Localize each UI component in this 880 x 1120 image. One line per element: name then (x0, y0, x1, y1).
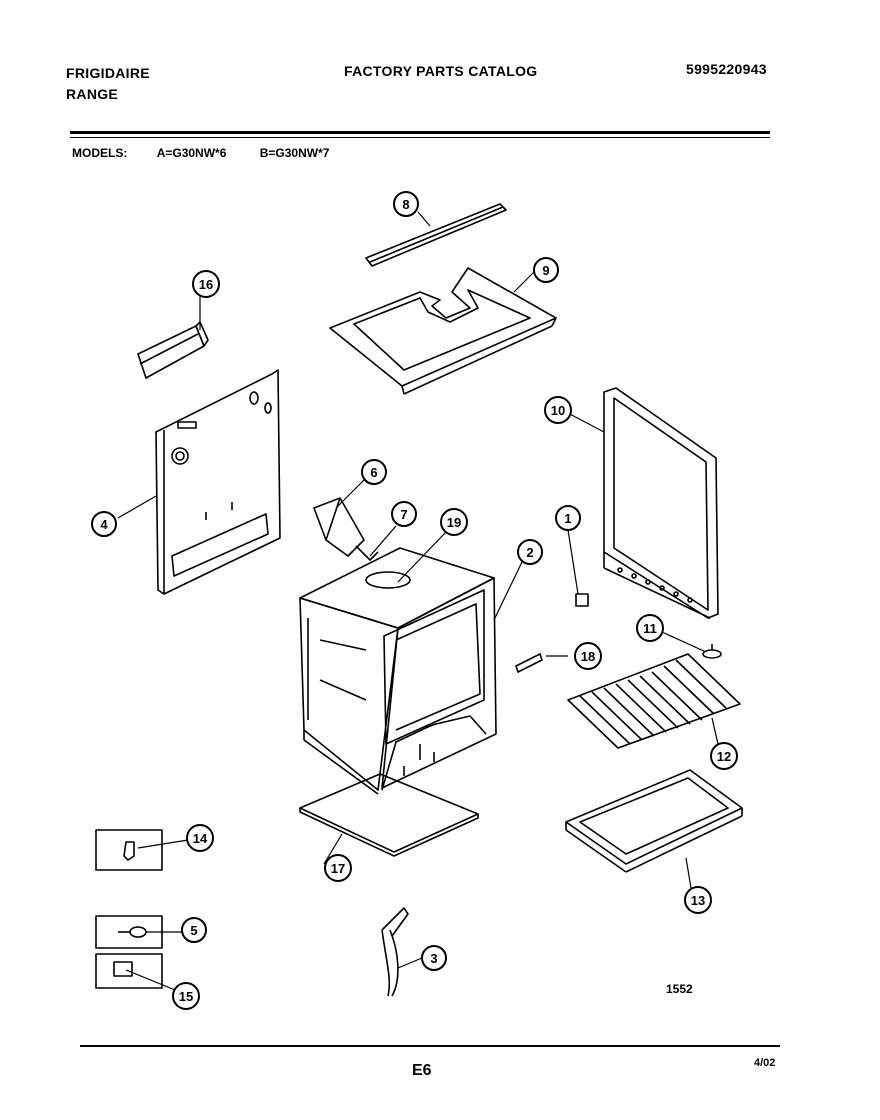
part-8-trim-strip (365, 203, 507, 267)
models-line: MODELS: A=G30NW*6 B=G30NW*7 (72, 146, 329, 160)
callout-label: 17 (331, 861, 345, 876)
callout-label: 19 (447, 515, 461, 530)
callout-label: 18 (581, 649, 595, 664)
catalog-part-number: 5995220943 (686, 61, 767, 77)
callout-18: 18 (574, 642, 602, 670)
drawing-number: 1552 (666, 982, 693, 996)
part-17-bottom-pan (299, 752, 479, 857)
callout-1: 1 (555, 505, 581, 531)
callout-label: 11 (643, 621, 657, 636)
callout-2: 2 (517, 539, 543, 565)
model-b: B=G30NW*7 (259, 146, 330, 160)
callout-label: 14 (193, 831, 208, 846)
header-rule-thin (70, 137, 770, 138)
part-4-rear-panel (155, 369, 281, 595)
part-1-clip (575, 593, 589, 607)
page-code: E6 (412, 1062, 432, 1079)
callout-label: 4 (100, 517, 108, 532)
callout-16: 16 (192, 270, 220, 298)
callout-6: 6 (361, 459, 387, 485)
callout-5: 5 (181, 917, 207, 943)
callout-12: 12 (710, 742, 738, 770)
callout-17: 17 (324, 854, 352, 882)
callout-label: 3 (430, 951, 437, 966)
callout-8: 8 (393, 191, 419, 217)
header-rule (70, 131, 770, 134)
callout-14: 14 (186, 824, 214, 852)
part-6-burner-box (313, 497, 365, 557)
callout-label: 13 (691, 893, 705, 908)
part-13-broiler-pan (565, 769, 743, 873)
footer-rule (80, 1045, 780, 1047)
leader-lines (117, 211, 719, 993)
callout-label: 12 (717, 749, 731, 764)
part-7-fitting (355, 545, 379, 561)
part-11-leveler (702, 644, 722, 659)
brand-name: FRIGIDAIRE (66, 65, 150, 81)
callout-15: 15 (172, 982, 200, 1010)
callout-label: 10 (551, 403, 565, 418)
brand-block: FRIGIDAIRE RANGE (66, 63, 150, 105)
callout-label: 15 (179, 989, 193, 1004)
callout-10: 10 (544, 396, 572, 424)
callout-11: 11 (636, 614, 664, 642)
part-14-package (95, 829, 163, 871)
part-16-bracket (137, 321, 209, 379)
revision-date: 4/02 (754, 1057, 776, 1069)
callout-label: 2 (526, 545, 533, 560)
callout-3: 3 (421, 945, 447, 971)
part-12-oven-rack (567, 653, 741, 749)
callout-4: 4 (91, 511, 117, 537)
callout-label: 8 (402, 197, 409, 212)
callout-19: 19 (440, 508, 468, 536)
callout-7: 7 (391, 501, 417, 527)
part-3-igniter (381, 907, 409, 997)
callout-label: 1 (564, 511, 571, 526)
callout-9: 9 (533, 257, 559, 283)
catalog-title: FACTORY PARTS CATALOG (344, 63, 538, 79)
models-label: MODELS: (72, 146, 128, 160)
callout-label: 16 (199, 277, 213, 292)
callouts: 8 9 16 10 4 6 7 19 1 2 11 18 12 14 17 13… (91, 191, 738, 1010)
part-18-rod (515, 653, 543, 673)
callout-label: 6 (370, 465, 377, 480)
callout-label: 5 (190, 923, 197, 938)
oven-body (299, 547, 497, 795)
callout-label: 9 (542, 263, 549, 278)
model-a: A=G30NW*6 (156, 146, 227, 160)
part-10-oven-door (603, 387, 719, 619)
product-name: RANGE (66, 86, 119, 102)
part-15-package (95, 953, 163, 989)
part-9-cooktop-panel (329, 267, 557, 395)
callout-13: 13 (684, 886, 712, 914)
callout-label: 7 (400, 507, 407, 522)
